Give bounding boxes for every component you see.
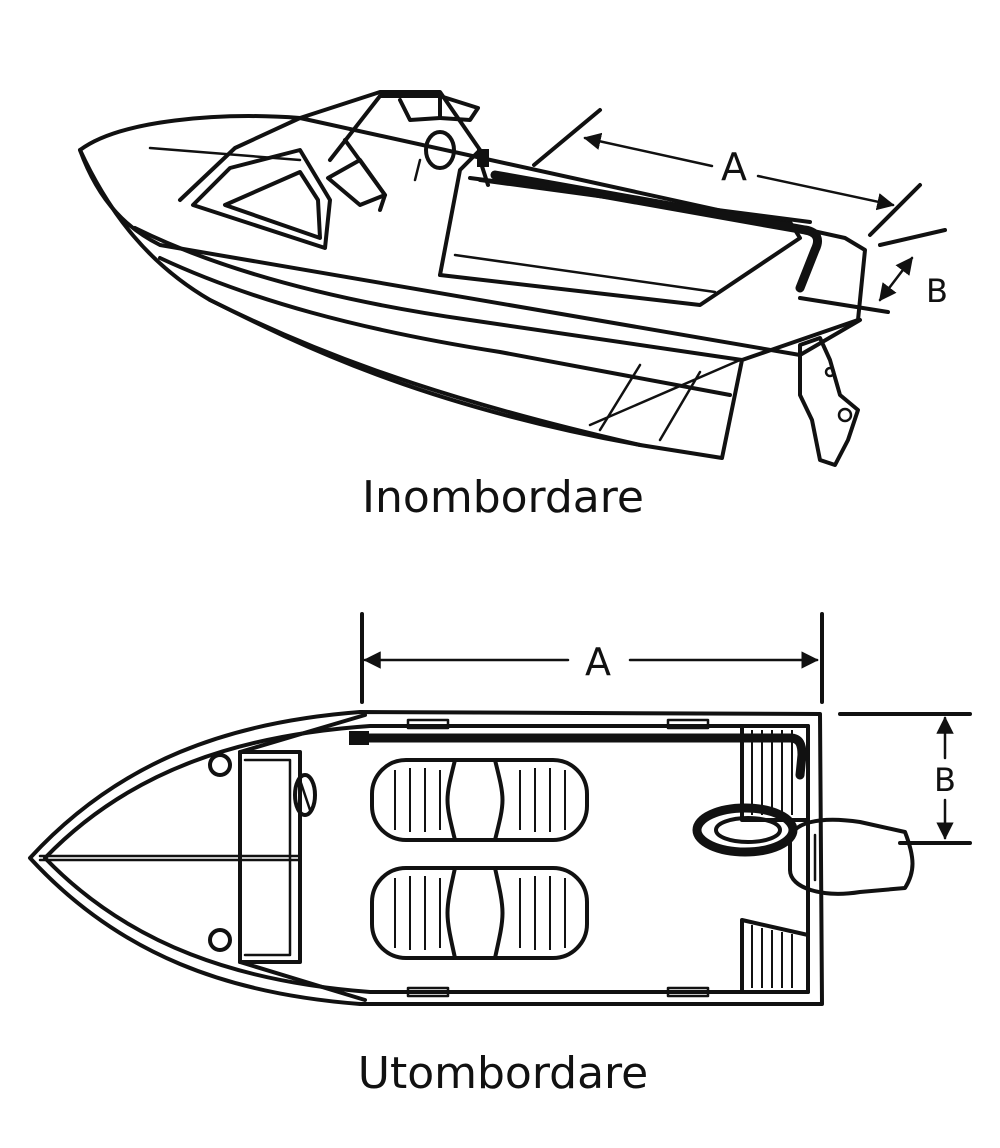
outboard-dimension-a bbox=[360, 612, 824, 704]
inboard-dimension-b bbox=[798, 228, 947, 314]
inboard-dimension-a bbox=[532, 108, 922, 237]
inboard-caption: Inombordare bbox=[362, 472, 644, 523]
outboard-label-b: B bbox=[934, 761, 956, 799]
inboard-boat-illustration bbox=[78, 90, 867, 467]
inboard-label-b: B bbox=[926, 272, 948, 310]
outboard-boat-illustration bbox=[28, 710, 915, 1006]
outboard-dimension-b bbox=[838, 712, 972, 845]
inboard-label-a: A bbox=[721, 145, 747, 189]
outboard-label-a: A bbox=[585, 640, 611, 684]
outboard-caption: Utombordare bbox=[358, 1048, 649, 1099]
